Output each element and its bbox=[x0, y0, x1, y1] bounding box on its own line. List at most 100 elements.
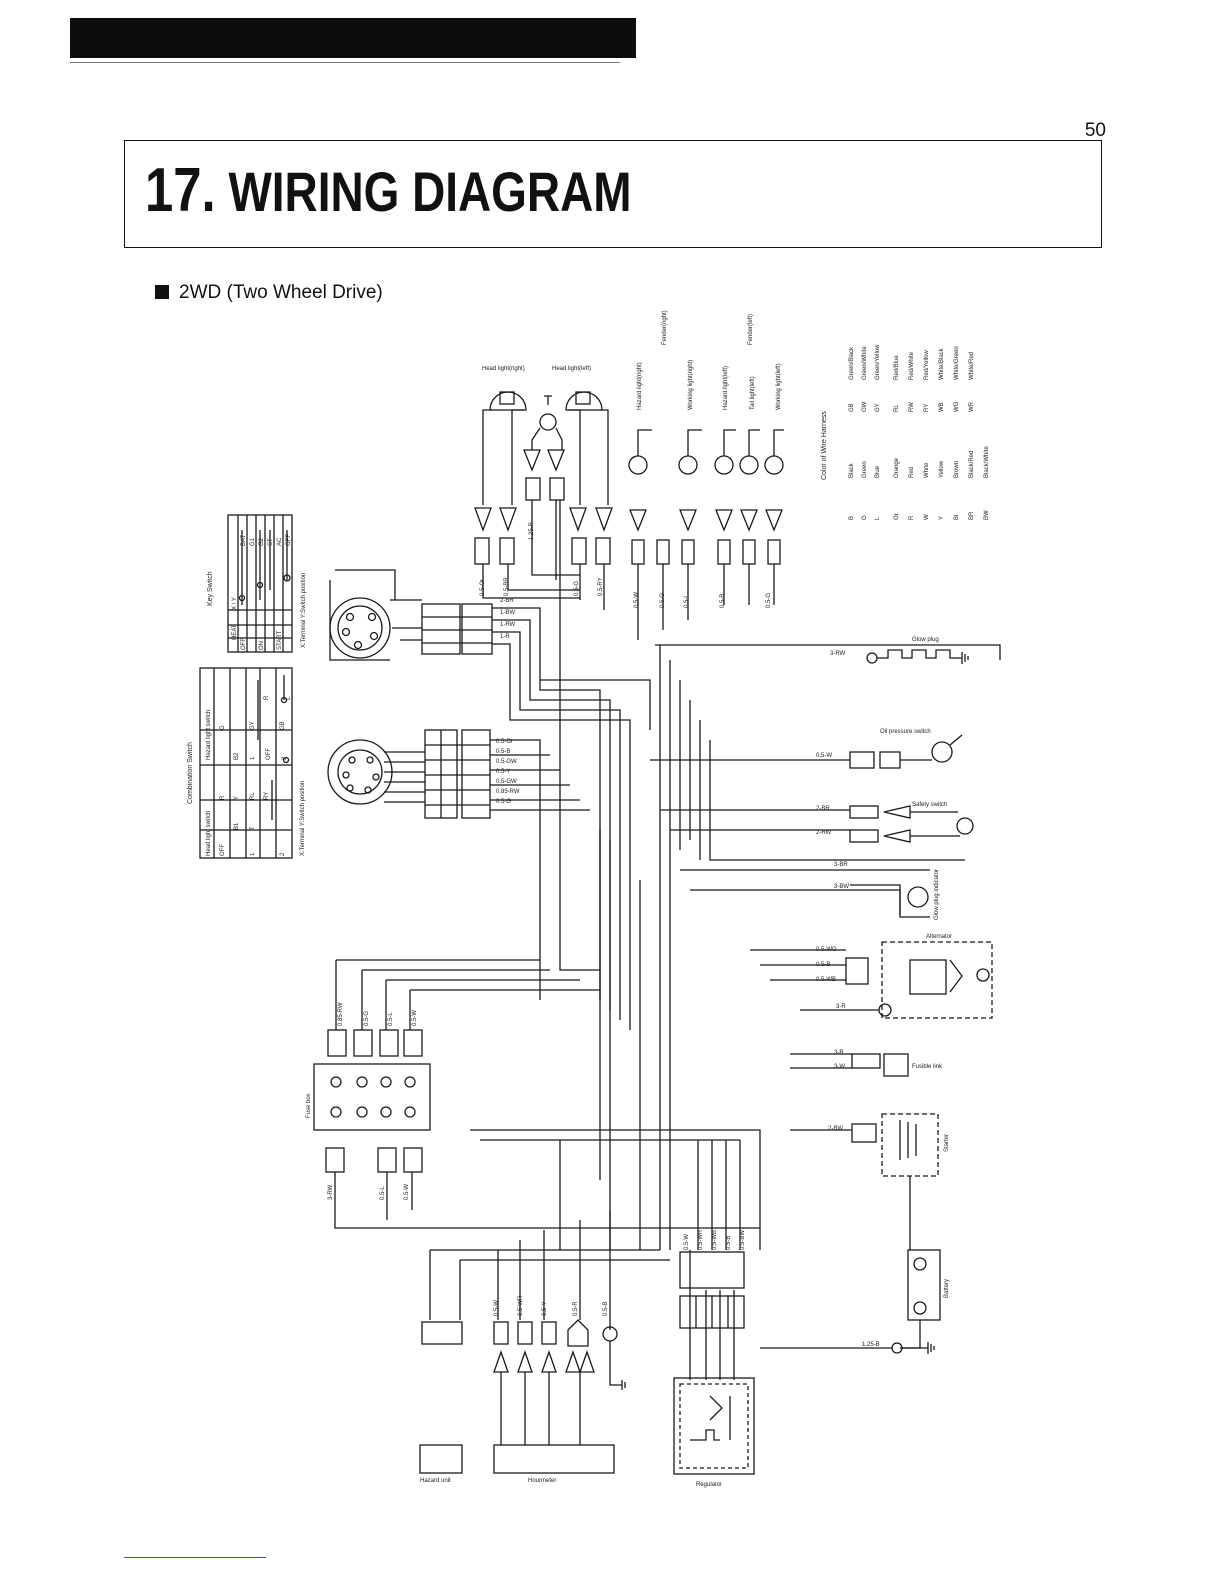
wire-top-v6: 0.5-W bbox=[634, 592, 640, 608]
wire-alt-2: 0.5-B bbox=[816, 962, 830, 968]
wire-top-v7: 0.5-G bbox=[660, 593, 666, 608]
wire-alt-1: 0.5-WG bbox=[816, 947, 837, 953]
wire-reg-1: 0.5-W bbox=[684, 1234, 690, 1250]
wire-fuse-top-2: 0.5-G bbox=[364, 1011, 370, 1026]
wire-ground: 1.25-B bbox=[862, 1342, 880, 1348]
legend-color-g: Green bbox=[862, 461, 868, 478]
wire-top-v3: 1.25-R bbox=[529, 521, 535, 540]
starter bbox=[790, 1113, 939, 1250]
key-switch bbox=[329, 569, 396, 661]
legend-color-r: Red bbox=[909, 467, 915, 478]
scan-header-line bbox=[70, 62, 620, 63]
key-switch-table bbox=[227, 514, 293, 653]
wire-safety-2: 2-RW bbox=[816, 830, 832, 836]
legend-code-wg: WG bbox=[954, 401, 960, 412]
head-row-off: OFF bbox=[220, 844, 226, 856]
head-light-switch-title: Head light switch bbox=[206, 811, 212, 856]
legend-color-y: Yellow bbox=[939, 460, 945, 478]
fusible-link bbox=[790, 1053, 909, 1077]
label-fender-right: Fender(right) bbox=[662, 310, 668, 345]
head-col-y: Y bbox=[234, 796, 240, 800]
key-switch-connector bbox=[390, 599, 493, 655]
hazard-row-b2: B2 bbox=[234, 752, 240, 760]
label-fuse-box: Fuse box bbox=[306, 1093, 312, 1118]
bottom-connectors bbox=[419, 1319, 626, 1474]
key-switch-row-start: START bbox=[277, 631, 283, 650]
legend-code-r: R bbox=[909, 515, 915, 520]
head-light-left bbox=[565, 391, 609, 505]
label-safety-switch: Safety switch bbox=[912, 802, 947, 808]
legend-code-wb: WB bbox=[939, 402, 945, 412]
head-col-ry: RY bbox=[264, 792, 270, 800]
legend-color-rw: Red/White bbox=[909, 351, 915, 380]
hazard-row-1: 1 bbox=[250, 756, 256, 760]
label-glow-plug: Glow plug bbox=[912, 637, 939, 643]
head-row-1: 1 bbox=[250, 852, 256, 856]
wire-alt-3: 0.5-WB bbox=[816, 977, 836, 983]
bottom-link-underline bbox=[124, 1557, 266, 1558]
ground-terminal bbox=[760, 1342, 935, 1354]
label-hourmeter: Hourmeter bbox=[528, 1478, 556, 1484]
wire-fuse-bottom-2: 0.5-L bbox=[380, 1186, 386, 1200]
label-hazard-light-right: Hazard light(right) bbox=[637, 362, 643, 410]
key-switch-row-heat: HEAT bbox=[232, 624, 238, 640]
wire-combo-4: 0.5-Y bbox=[496, 769, 510, 775]
label-head-light-right: Head light(right) bbox=[482, 366, 525, 372]
legend-color-blackred: Black/Red bbox=[969, 451, 975, 478]
title-box: 17. WIRING DIAGRAM bbox=[124, 140, 1102, 248]
wire-reg-3: 0.5-WB bbox=[712, 1230, 718, 1250]
wire-combo-7: 0.5-G bbox=[496, 799, 511, 805]
hazard-row-l: L bbox=[286, 696, 292, 700]
wire-combo-5: 0.5-GW bbox=[496, 779, 517, 785]
hazard-col-g: G bbox=[220, 725, 226, 730]
wire-fuse-top-4: 0.5-W bbox=[412, 1010, 418, 1026]
legend-color-gw: Green/White bbox=[862, 346, 868, 380]
wire-top-v8: 0.5-L bbox=[684, 594, 690, 608]
legend-color-gy: Green/Yellow bbox=[875, 344, 881, 380]
legend-code-gb: GB bbox=[849, 403, 855, 412]
wire-alt-4: 3-R bbox=[836, 1004, 846, 1010]
head-row-b1: B1 bbox=[234, 822, 240, 830]
key-switch-header-xy: X \ Y bbox=[232, 597, 238, 610]
key-switch-row-off: OFF bbox=[241, 638, 247, 650]
legend-code-rl: RL bbox=[894, 404, 900, 412]
head-col-rl: RL bbox=[250, 792, 256, 800]
legend-color-or: Orange bbox=[894, 457, 900, 478]
wire-glow: 3-RW bbox=[830, 651, 846, 657]
hazard-row-off: OFF bbox=[266, 748, 272, 760]
legend-code-gw: GW bbox=[862, 401, 868, 412]
scan-header-bar bbox=[70, 18, 636, 58]
wire-glow-ind-1: 3-BR bbox=[834, 862, 848, 868]
legend-code-wr: WR bbox=[969, 401, 975, 412]
head-light-connectors bbox=[474, 449, 613, 565]
head-light-ground bbox=[531, 395, 563, 450]
legend-single: B Black G Green L Blue Or Orange R Red W… bbox=[849, 446, 990, 520]
wire-top-v4: 0.5-G bbox=[574, 581, 580, 596]
wire-starter: 2-BW bbox=[828, 1126, 843, 1132]
legend-color-l: Blue bbox=[875, 465, 881, 478]
wire-combo-2: 0.5-B bbox=[496, 749, 510, 755]
wire-2br: 2-BR bbox=[500, 598, 514, 604]
legend-color-wb: White/Black bbox=[939, 347, 945, 380]
wire-bottom-5: 0.5-B bbox=[603, 1302, 609, 1316]
head-row-t: T bbox=[250, 826, 256, 830]
legend-code-rw: RW bbox=[909, 402, 915, 412]
legend-color-ry: Red/Yellow bbox=[924, 350, 930, 380]
label-hazard-unit: Hazard unit bbox=[420, 1478, 451, 1484]
wire-reg-5: 0.5-BW bbox=[740, 1230, 746, 1250]
head-col-r: R bbox=[220, 795, 226, 800]
wire-reg-2: 0.5-WR bbox=[698, 1229, 704, 1250]
label-fender-left: Fender(left) bbox=[748, 314, 754, 345]
hazard-col-gb: GB bbox=[280, 721, 286, 730]
wire-reg-4: 0.5-B bbox=[726, 1236, 732, 1250]
legend-code-ry: RY bbox=[924, 404, 930, 412]
key-switch-axis: X:Terminal Y:Switch position bbox=[301, 573, 307, 648]
legend-color-br: Brown bbox=[954, 461, 960, 478]
label-alternator: Alternator bbox=[926, 934, 952, 940]
wire-safety-1: 2-BR bbox=[816, 806, 830, 812]
label-tail-light-left: Tail light(left) bbox=[750, 376, 756, 410]
safety-switch bbox=[849, 805, 974, 843]
legend-code-g: G bbox=[862, 515, 868, 520]
regulator bbox=[673, 1377, 755, 1475]
